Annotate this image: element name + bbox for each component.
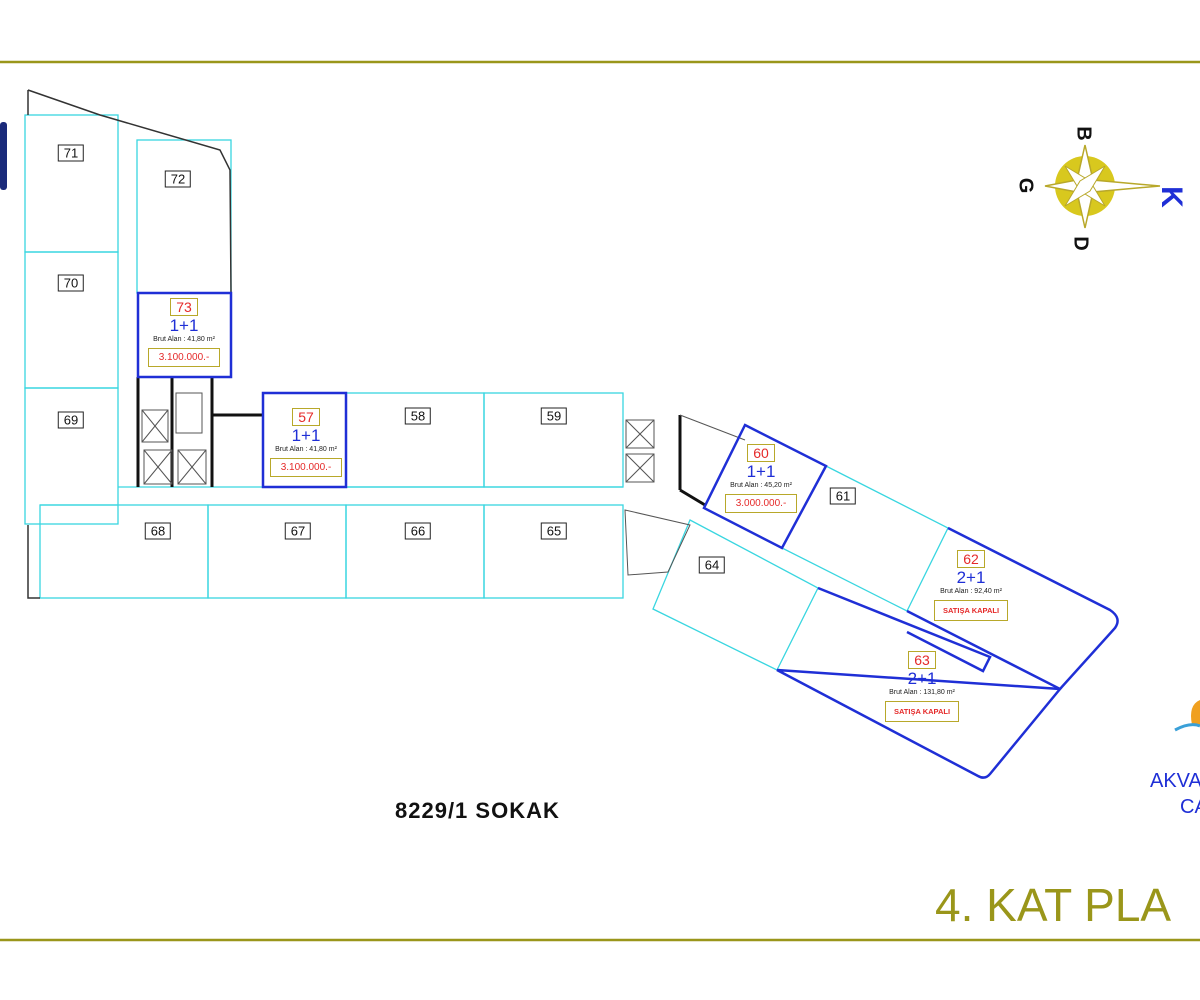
unit-area: Brut Alan : 41,80 m² — [275, 446, 337, 453]
brand-line-1: AKVA — [1150, 770, 1200, 792]
brand-line-2: CA — [1180, 796, 1200, 818]
compass-west: B — [1072, 126, 1095, 141]
unit-price: 3.100.000.- — [147, 348, 221, 367]
unit-area: Brut Alan : 45,20 m² — [730, 482, 792, 489]
unit-price: 3.000.000.- — [724, 494, 798, 513]
unit-number: 60 — [747, 444, 775, 462]
unit-number: 73 — [170, 298, 198, 316]
unit-type: 2+1 — [907, 669, 937, 688]
unit-label-65[interactable]: 65 — [540, 522, 568, 540]
unit-area: Brut Alan : 41,80 m² — [153, 336, 215, 343]
compass-rose — [1044, 144, 1161, 229]
unit-label-72[interactable]: 72 — [164, 170, 192, 188]
unit-area: Brut Alan : 92,40 m² — [940, 588, 1002, 595]
elevators-stairs — [141, 392, 746, 576]
unit-label-71[interactable]: 71 — [57, 144, 85, 162]
unit-type: 1+1 — [169, 316, 199, 335]
compass-east: D — [1069, 236, 1092, 251]
unit-label-64[interactable]: 64 — [698, 556, 726, 574]
unit-number: 62 — [957, 550, 985, 568]
unit-label-58[interactable]: 58 — [404, 407, 432, 425]
unit-type: 1+1 — [291, 426, 321, 445]
unit-type: 1+1 — [746, 462, 776, 481]
unit-label-61[interactable]: 61 — [829, 487, 857, 505]
unit-label-67[interactable]: 67 — [284, 522, 312, 540]
unit-label-59[interactable]: 59 — [540, 407, 568, 425]
unit-price: 3.100.000.- — [269, 458, 343, 477]
unit-57[interactable]: 57 1+1 Brut Alan : 41,80 m² 3.100.000.- — [246, 408, 366, 477]
unit-status: SATIŞA KAPALI — [933, 600, 1009, 621]
walls — [24, 114, 949, 671]
unit-type: 2+1 — [956, 568, 986, 587]
unit-63[interactable]: 63 2+1 Brut Alan : 131,80 m² SATIŞA KAPA… — [862, 651, 982, 722]
facade-outline — [27, 89, 232, 293]
compass-north: K — [1154, 186, 1188, 208]
unit-area: Brut Alan : 131,80 m² — [889, 689, 955, 696]
unit-status: SATIŞA KAPALI — [884, 701, 960, 722]
unit-73[interactable]: 73 1+1 Brut Alan : 41,80 m² 3.100.000.- — [124, 298, 244, 367]
unit-number: 63 — [908, 651, 936, 669]
compass-south: G — [1014, 177, 1037, 194]
brand-name: AKVA CA — [1150, 768, 1200, 820]
unit-label-69[interactable]: 69 — [57, 411, 85, 429]
side-tab — [0, 122, 7, 190]
unit-label-70[interactable]: 70 — [57, 274, 85, 292]
unit-62[interactable]: 62 2+1 Brut Alan : 92,40 m² SATIŞA KAPAL… — [911, 550, 1031, 621]
highlighted-units — [136, 291, 1119, 779]
brand-logo — [1174, 700, 1200, 732]
unit-number: 57 — [292, 408, 320, 426]
floor-title: 4. KAT PLA — [935, 879, 1172, 931]
unit-label-66[interactable]: 66 — [404, 522, 432, 540]
unit-label-68[interactable]: 68 — [144, 522, 172, 540]
street-name: 8229/1 SOKAK — [395, 798, 560, 823]
unit-60[interactable]: 60 1+1 Brut Alan : 45,20 m² 3.000.000.- — [701, 444, 821, 513]
core-walls — [136, 377, 706, 507]
